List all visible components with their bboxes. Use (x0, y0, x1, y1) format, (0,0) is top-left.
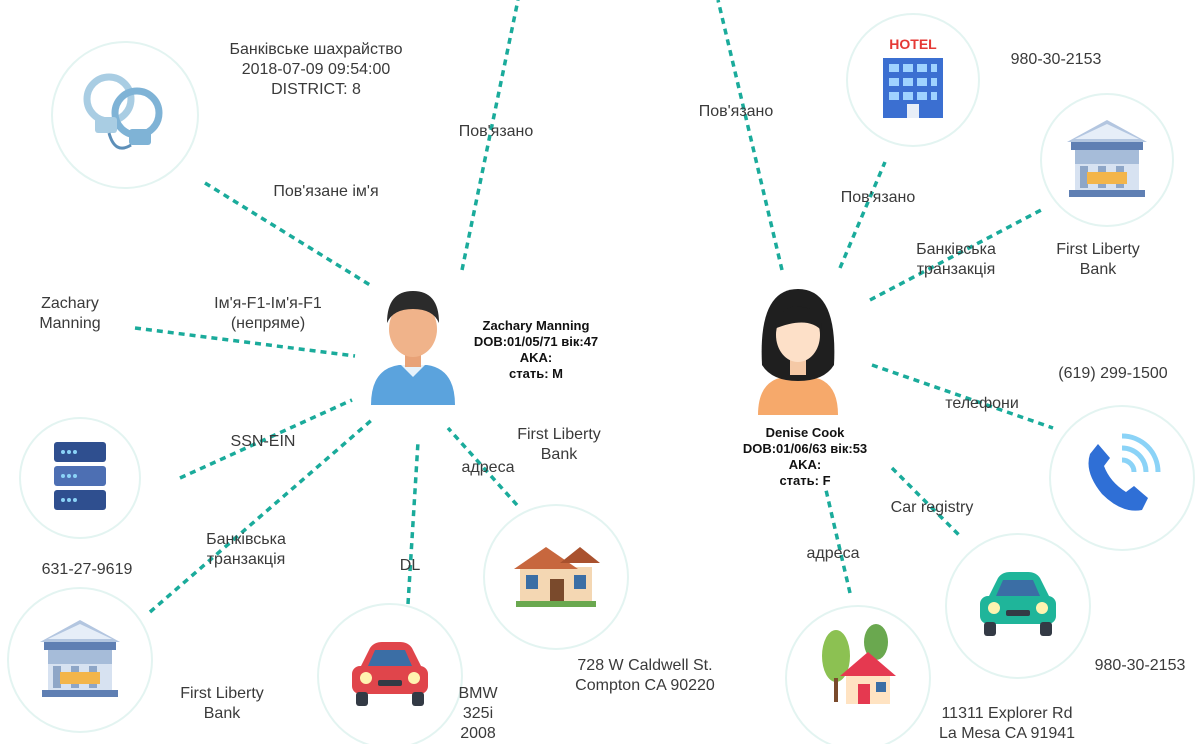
link-edge (179, 398, 353, 480)
edge-label-ssn: SSN-EIN (230, 433, 296, 450)
zachary-car-label: BMW 325i 2008 (458, 685, 498, 742)
link-edge (716, 0, 784, 271)
denise-address-label: 11311 Explorer Rd La Mesa CA 91941 (938, 705, 1076, 742)
edge-label-related-top: Пов'язано (458, 123, 534, 140)
zachary-bank-link-label: First Liberty Bank (517, 426, 601, 463)
crime-label: Банківське шахрайство 2018-07-09 09:54:0… (230, 40, 403, 100)
house-icon (822, 624, 896, 704)
link-edge (838, 161, 887, 269)
denise-sex: стать: F (779, 473, 831, 488)
denise-bank-label: First Liberty Bank (1056, 241, 1140, 278)
link-edge (148, 416, 376, 614)
edge-label-dl: DL (399, 557, 421, 574)
denise-dob: DOB:01/06/63 вік:53 (742, 441, 868, 456)
woman-avatar-icon (758, 289, 838, 415)
zachary-dob: DOB:01/05/71 вік:47 (473, 334, 599, 349)
zachary-bank-label: First Liberty Bank (180, 685, 264, 722)
crime-type: Банківське шахрайство (229, 41, 403, 58)
phone-label: (619) 299-1500 (1058, 365, 1168, 382)
crime-district: DISTRICT: 8 (271, 81, 361, 98)
man-avatar-icon (371, 291, 455, 405)
crime-datetime: 2018-07-09 09:54:00 (241, 61, 391, 78)
edge-label-phones: телефони (945, 395, 1019, 412)
link-edge (824, 489, 852, 594)
edge-label-related-name: Пов'язане ім'я (273, 183, 379, 200)
node-circle (1049, 405, 1195, 551)
svg-text:HOTEL: HOTEL (889, 36, 937, 52)
link-edge (890, 466, 964, 540)
house-icon (514, 547, 600, 607)
edge-label-denise-address: адреса (806, 545, 860, 562)
zachary-sex: стать: M (509, 366, 563, 381)
edge-label-denise-related: Пов'язано (698, 103, 774, 120)
zachary-person-label: Zachary Manning DOB:01/05/71 вік:47 AKA:… (474, 318, 598, 382)
link-edge (460, 0, 520, 271)
link-edge (134, 326, 356, 358)
denise-car-label: 980-30-2153 (1094, 657, 1186, 674)
zachary-aka: AKA: (519, 350, 553, 365)
diagram-title-fragment: ​ (330, 0, 890, 6)
ssn-label: 631-27-9619 (41, 561, 133, 578)
server-icon (54, 442, 106, 510)
edge-label-car-registry: Car registry (890, 499, 974, 516)
link-edge (871, 363, 1054, 430)
handcuffs-icon (83, 73, 163, 150)
denise-person-label: Denise Cook DOB:01/06/63 вік:53 AKA: ста… (743, 425, 867, 489)
denise-aka: AKA: (788, 457, 822, 472)
edge-label-hotel-related: Пов'язано (840, 189, 916, 206)
zachary-address-label: 728 W Caldwell St. Compton CA 90220 (575, 657, 715, 694)
edge-label-zachary-bank: Банківська транзакція (206, 531, 286, 568)
edge-label-name-indirect: Ім'я-F1-Ім'я-F1 (непряме) (214, 295, 322, 332)
link-edge (406, 441, 420, 605)
denise-name: Denise Cook (765, 425, 845, 440)
edge-label-denise-bank: Банківська транзакція (916, 241, 996, 278)
alias-name-label: Zachary Manning (39, 295, 101, 332)
zachary-name: Zachary Manning (482, 318, 590, 333)
phone-icon (1088, 433, 1161, 511)
hotel-icon: HOTEL (883, 36, 943, 118)
hotel-label: 980-30-2153 (1010, 51, 1102, 68)
edge-label-zachary-address: адреса (461, 459, 515, 476)
